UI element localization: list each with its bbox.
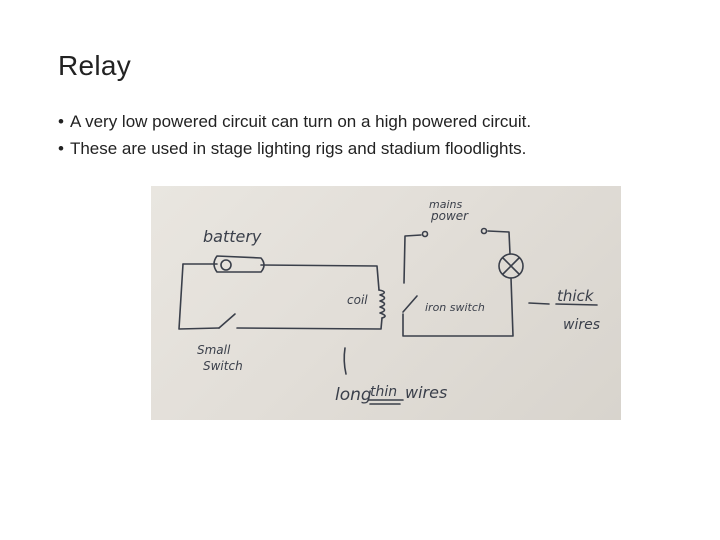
bullet-glyph: • — [58, 112, 64, 131]
mains-terminal-left — [421, 230, 429, 238]
thick-arrow-mark — [528, 302, 550, 305]
battery-terminal — [220, 259, 232, 271]
mains-label-line2: power — [430, 209, 469, 223]
small-label: Small — [197, 343, 231, 357]
small-switch-lever — [218, 313, 236, 329]
wire-switch-to-coil — [236, 317, 383, 330]
iron-switch-label: iron switch — [425, 301, 485, 314]
mains-terminal-right — [480, 227, 488, 235]
battery-symbol — [213, 255, 265, 273]
wire-mains-to-lamp — [487, 230, 511, 255]
bullet-glyph: • — [58, 139, 64, 158]
relay-circuit-drawing: battery mains power coil iron switch thi… — [178, 198, 600, 405]
thick-underline — [555, 303, 598, 306]
bullet-text: A very low powered circuit can turn on a… — [69, 112, 532, 131]
relay-circuit-photo: battery mains power coil iron switch thi… — [151, 186, 621, 420]
bullet-item: • These are used in stage lighting rigs a… — [58, 135, 531, 162]
switch-label: Switch — [203, 359, 243, 373]
iron-switch-lever — [402, 295, 418, 313]
wire-mains-left — [403, 234, 422, 284]
coil-label: coil — [347, 293, 368, 307]
wire-left-side — [178, 263, 220, 330]
wires-right-label: wires — [563, 317, 600, 333]
bullet-text: These are used in stage lighting rigs an… — [69, 139, 527, 158]
bullet-list: • A very low powered circuit can turn on … — [58, 108, 531, 162]
coil-pointer-mark — [343, 347, 347, 375]
wire-battery-to-coil — [260, 264, 380, 291]
lamp-cross — [502, 257, 520, 275]
wires-bottom-label: wires — [405, 383, 447, 402]
mains-label-line1: mains — [429, 198, 462, 211]
wire-lamp-down — [402, 277, 514, 337]
thick-label: thick — [557, 287, 595, 305]
bullet-item: • A very low powered circuit can turn on … — [58, 108, 531, 135]
long-label: long — [335, 385, 372, 405]
battery-label: battery — [203, 227, 262, 246]
slide-title: Relay — [58, 50, 132, 81]
thin-label: thin — [370, 384, 397, 400]
relay-coil — [378, 289, 386, 319]
